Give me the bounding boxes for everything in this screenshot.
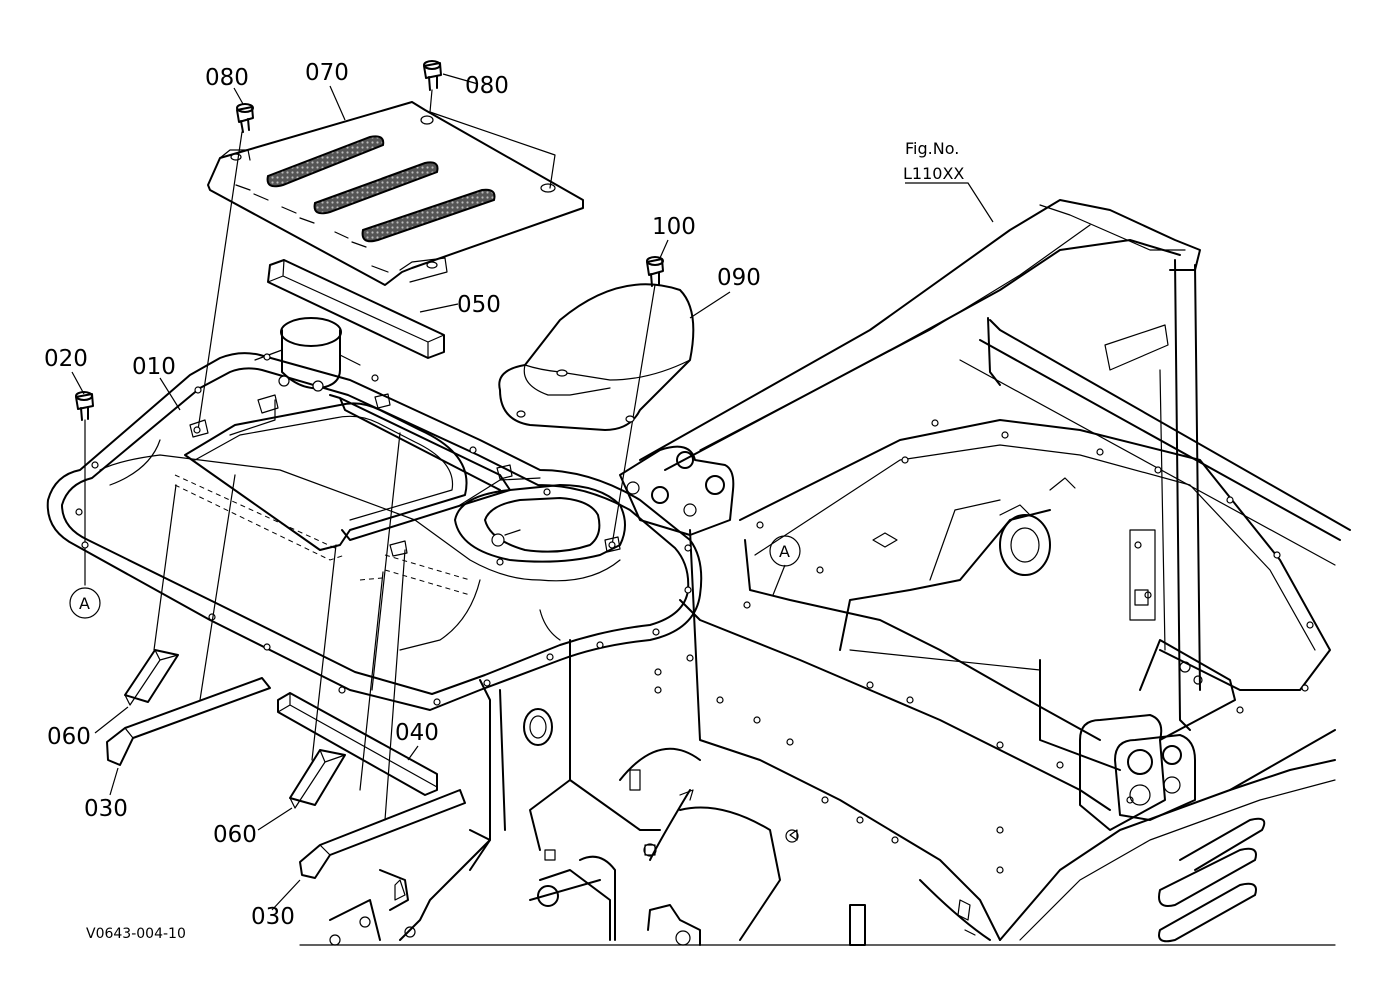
reference-mark-right-text: A: [779, 542, 790, 561]
label-100: 100: [652, 214, 696, 240]
bolt-080-left: [236, 103, 254, 133]
grille-cover-plate-070: [207, 101, 584, 286]
reference-mark-left: A: [69, 587, 101, 619]
label-080-right: 080: [465, 73, 509, 99]
rubber-block-060-mid: [289, 749, 346, 809]
label-010: 010: [132, 354, 176, 380]
seal-strip-030-left: [106, 677, 271, 766]
reference-mark-right: A: [769, 535, 801, 567]
label-070: 070: [305, 60, 349, 86]
label-030-left: 030: [84, 796, 128, 822]
parts-guide-lines: [153, 399, 406, 821]
machine-frame: [299, 199, 1351, 946]
label-020: 020: [44, 346, 88, 372]
label-090: 090: [717, 265, 761, 291]
fig-number: L110XX: [903, 164, 964, 183]
reference-mark-left-text: A: [79, 594, 90, 613]
drawing-code: V0643-004-10: [86, 926, 186, 942]
callout-leaders: [71, 73, 994, 911]
bolt-080-right: [423, 60, 442, 91]
bolt-020: [75, 391, 94, 421]
label-080-left: 080: [205, 65, 249, 91]
seal-strip-050: [267, 259, 445, 359]
label-060-left: 060: [47, 724, 91, 750]
seal-strip-040: [277, 692, 438, 796]
main-panel-010: [46, 317, 703, 711]
label-030-bottom: 030: [251, 904, 295, 930]
rubber-block-060-left: [124, 649, 179, 706]
fig-label: Fig.No.: [905, 139, 959, 158]
assembly-axis-lines: [84, 89, 656, 586]
label-050: 050: [457, 292, 501, 318]
bolt-100: [646, 256, 664, 287]
label-060-mid: 060: [213, 822, 257, 848]
seal-strip-030-bottom: [299, 789, 466, 879]
cover-090: [498, 283, 695, 431]
label-040: 040: [395, 720, 439, 746]
